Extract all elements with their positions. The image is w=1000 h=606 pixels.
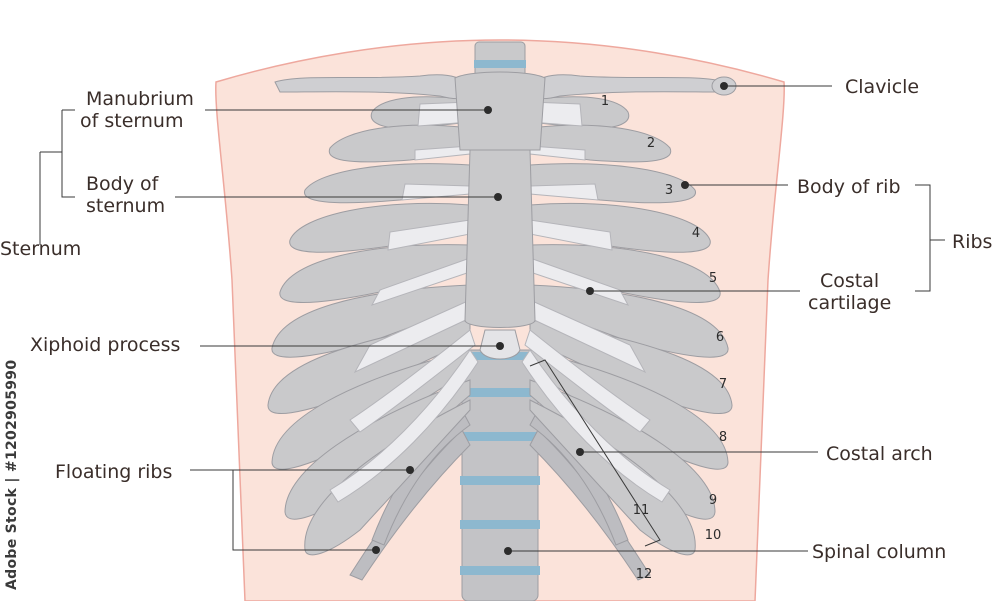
watermark: Adobe Stock | #1202905990: [4, 359, 20, 590]
rib-number-1: 1: [600, 94, 610, 109]
rib-number-5: 5: [708, 271, 718, 286]
floating-ribs: [349, 409, 651, 581]
label-costal-arch: Costal arch: [826, 443, 933, 465]
rib-number-7: 7: [718, 377, 728, 392]
label-body-of-sternum-line2: sternum: [86, 195, 166, 217]
label-sternum: Sternum: [0, 238, 82, 260]
rib-number-4: 4: [691, 226, 701, 241]
label-manubrium-line2: of sternum: [80, 110, 184, 132]
rib-number-6: 6: [715, 330, 725, 345]
label-body-of-sternum-line1: Body of: [86, 173, 159, 195]
rib-number-9: 9: [708, 493, 718, 508]
rib-number-12: 12: [635, 567, 653, 582]
clavicles: [274, 74, 737, 100]
rib-number-3: 3: [664, 183, 674, 198]
label-body-of-rib: Body of rib: [797, 176, 901, 198]
label-costal-cartilage-line2: cartilage: [808, 292, 892, 314]
leader-lines: [39, 85, 945, 552]
rib-number-10: 10: [704, 528, 722, 543]
spinal-column: [460, 41, 540, 602]
rib-number-11: 11: [632, 503, 650, 518]
rib-number-8: 8: [718, 430, 728, 445]
costal-cartilage: [329, 101, 671, 503]
label-floating-ribs: Floating ribs: [55, 461, 173, 483]
leader-dots: [372, 82, 728, 555]
label-clavicle: Clavicle: [845, 76, 920, 98]
label-costal-cartilage-line1: Costal: [820, 270, 880, 292]
rib-number-2: 2: [646, 136, 656, 151]
label-manubrium-line1: Manubrium: [86, 88, 194, 110]
label-spinal-column: Spinal column: [812, 541, 947, 563]
label-ribs: Ribs: [952, 231, 993, 253]
sternum: [454, 71, 546, 360]
label-xiphoid-process: Xiphoid process: [30, 334, 181, 356]
